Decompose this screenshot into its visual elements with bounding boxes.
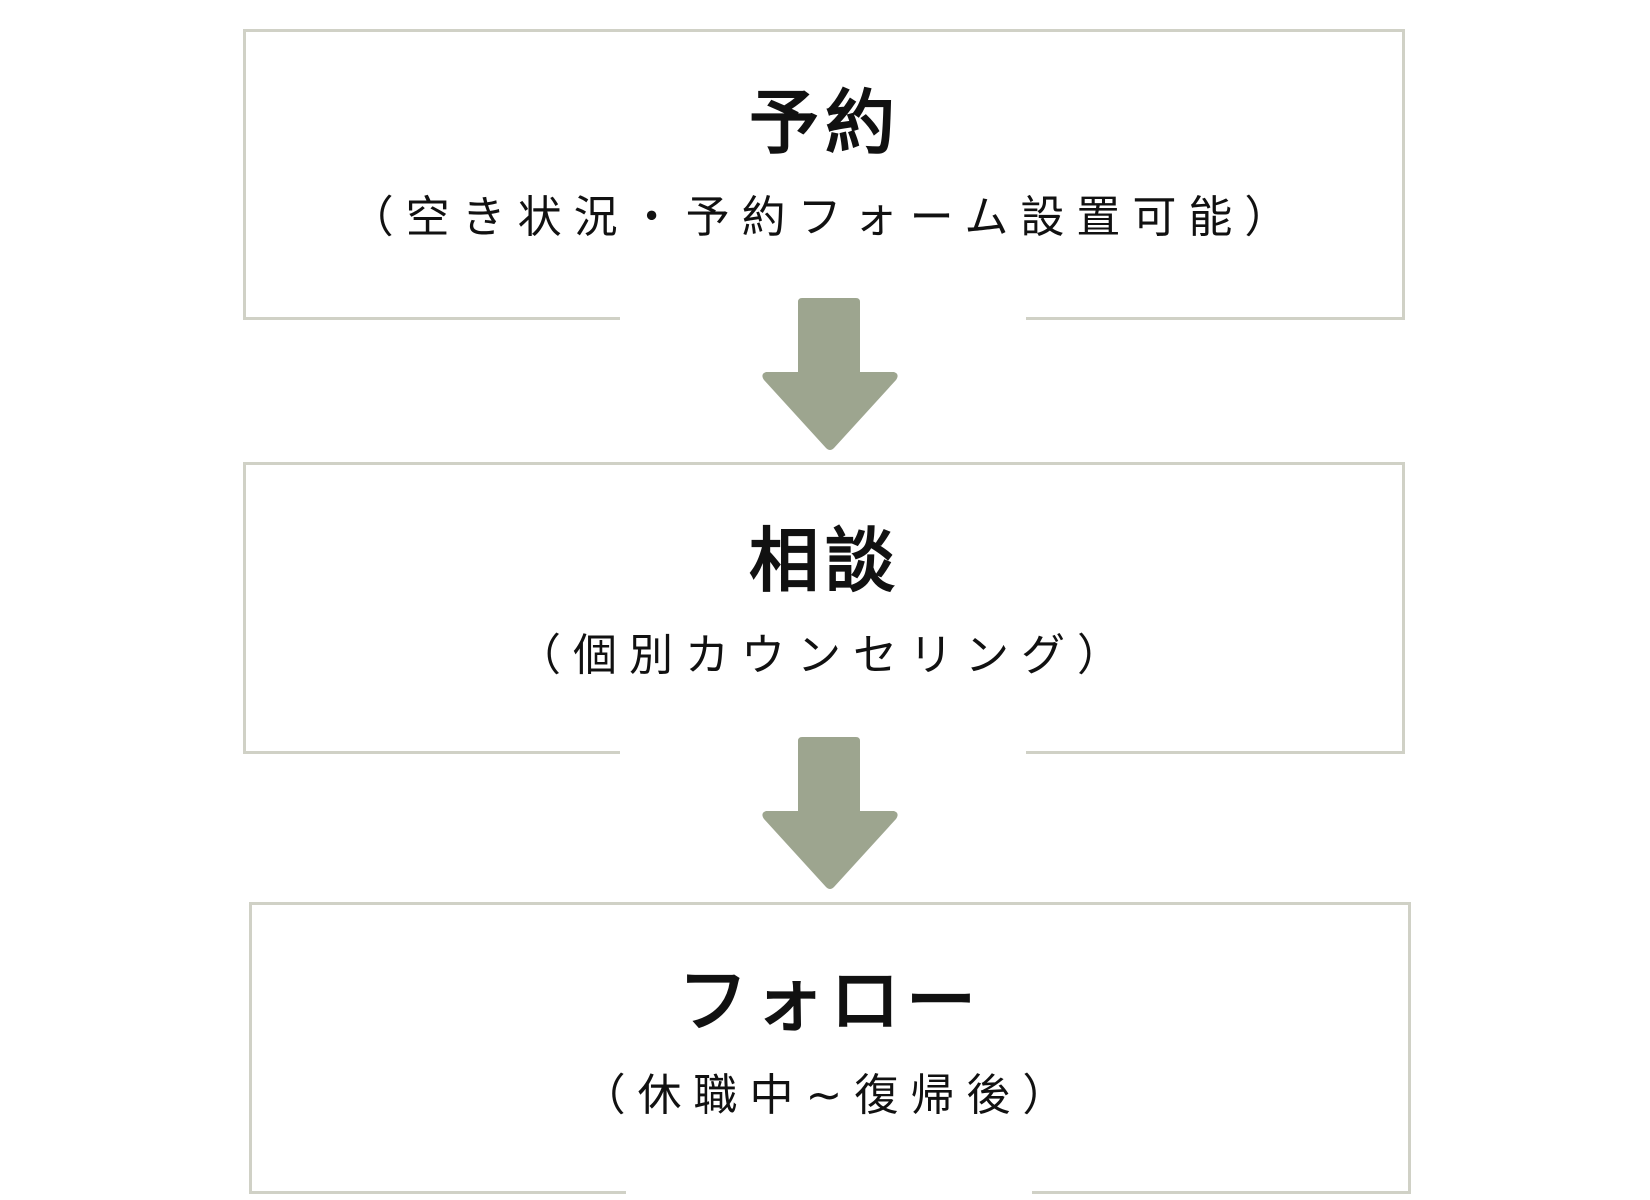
arrow-down-icon	[762, 298, 898, 450]
border-gap	[626, 1188, 1032, 1196]
step-box-follow-up	[249, 902, 1411, 1194]
step-subtitle-follow-up: （休職中~復帰後）	[581, 1070, 1079, 1121]
step-subtitle-reservation: （空き状況・予約フォーム設置可能）	[349, 192, 1301, 243]
step-title-follow-up: フォロー	[678, 960, 982, 1042]
step-box-consultation	[243, 462, 1405, 754]
step-subtitle-consultation: （個別カウンセリング）	[517, 630, 1133, 681]
step-title-consultation: 相談	[749, 520, 901, 602]
step-title-reservation: 予約	[749, 82, 901, 164]
arrow-down-icon	[762, 737, 898, 889]
step-box-reservation	[243, 29, 1405, 320]
